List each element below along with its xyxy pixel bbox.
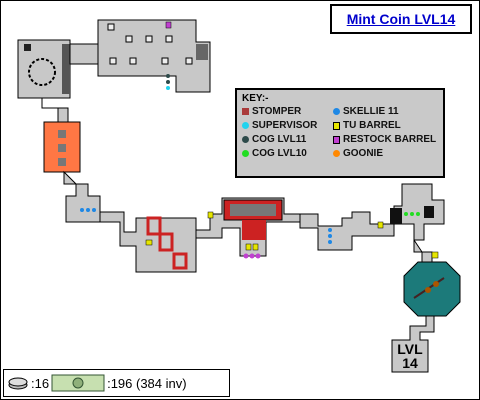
barrel-icon <box>333 135 340 144</box>
legend-label: RESTOCK BARREL <box>343 134 437 145</box>
legend-item-stomper: STOMPER <box>242 106 301 117</box>
supervisor-swatch <box>242 122 249 129</box>
barrel-icon <box>333 121 340 130</box>
stomper-hall <box>207 199 283 259</box>
orange-corridor <box>43 121 81 173</box>
legend-item-goonie: GOONIE <box>333 148 383 159</box>
skellie-room-b <box>328 228 332 244</box>
legend-item-tu-barrel: TU BARREL <box>333 120 401 131</box>
coin-count: :16 <box>31 375 50 391</box>
stomper-swatch <box>242 108 249 115</box>
legend-label: GOONIE <box>343 148 384 159</box>
legend-item-cog10: COG LVL10 <box>242 148 307 159</box>
legend-label: COG LVL11 <box>252 134 307 145</box>
map-title-box: Mint Coin LVL14 <box>330 4 472 34</box>
cog11-swatch <box>242 136 249 143</box>
legend-heading: KEY:- <box>242 93 269 104</box>
level-room-label-line1: LVL <box>397 341 423 357</box>
money-count: :196 (384 inv) <box>107 375 187 391</box>
skellie-room <box>80 208 96 212</box>
legend-item-skellie: SKELLIE 11 <box>333 106 399 117</box>
legend: KEY:- STOMPER SUPERVISOR COG LVL11 COG L… <box>235 88 445 178</box>
legend-label: STOMPER <box>252 106 302 117</box>
legend-label: COG LVL10 <box>252 148 307 159</box>
stats-bar: :16 :196 (384 inv) <box>3 369 230 397</box>
legend-label: SUPERVISOR <box>252 120 318 131</box>
top-hall <box>69 19 211 93</box>
cog-boss-room <box>403 261 461 317</box>
legend-label: TU BARREL <box>343 120 401 131</box>
legend-item-restock-barrel: RESTOCK BARREL <box>333 134 436 145</box>
level-room-label-line2: 14 <box>402 355 418 371</box>
level-room-label: LVL 14 <box>392 342 428 370</box>
goonie-swatch <box>333 150 340 157</box>
map-title[interactable]: Mint Coin LVL14 <box>346 11 456 27</box>
skellie-swatch <box>333 108 340 115</box>
coin-icon <box>8 377 28 390</box>
cog-room <box>377 206 434 229</box>
start-room <box>17 39 71 99</box>
legend-item-supervisor: SUPERVISOR <box>242 120 317 131</box>
stomper-room-a <box>145 216 188 270</box>
legend-label: SKELLIE 11 <box>343 106 399 117</box>
legend-item-cog11: COG LVL11 <box>242 134 306 145</box>
cog10-swatch <box>242 150 249 157</box>
money-bill-icon <box>51 374 105 392</box>
